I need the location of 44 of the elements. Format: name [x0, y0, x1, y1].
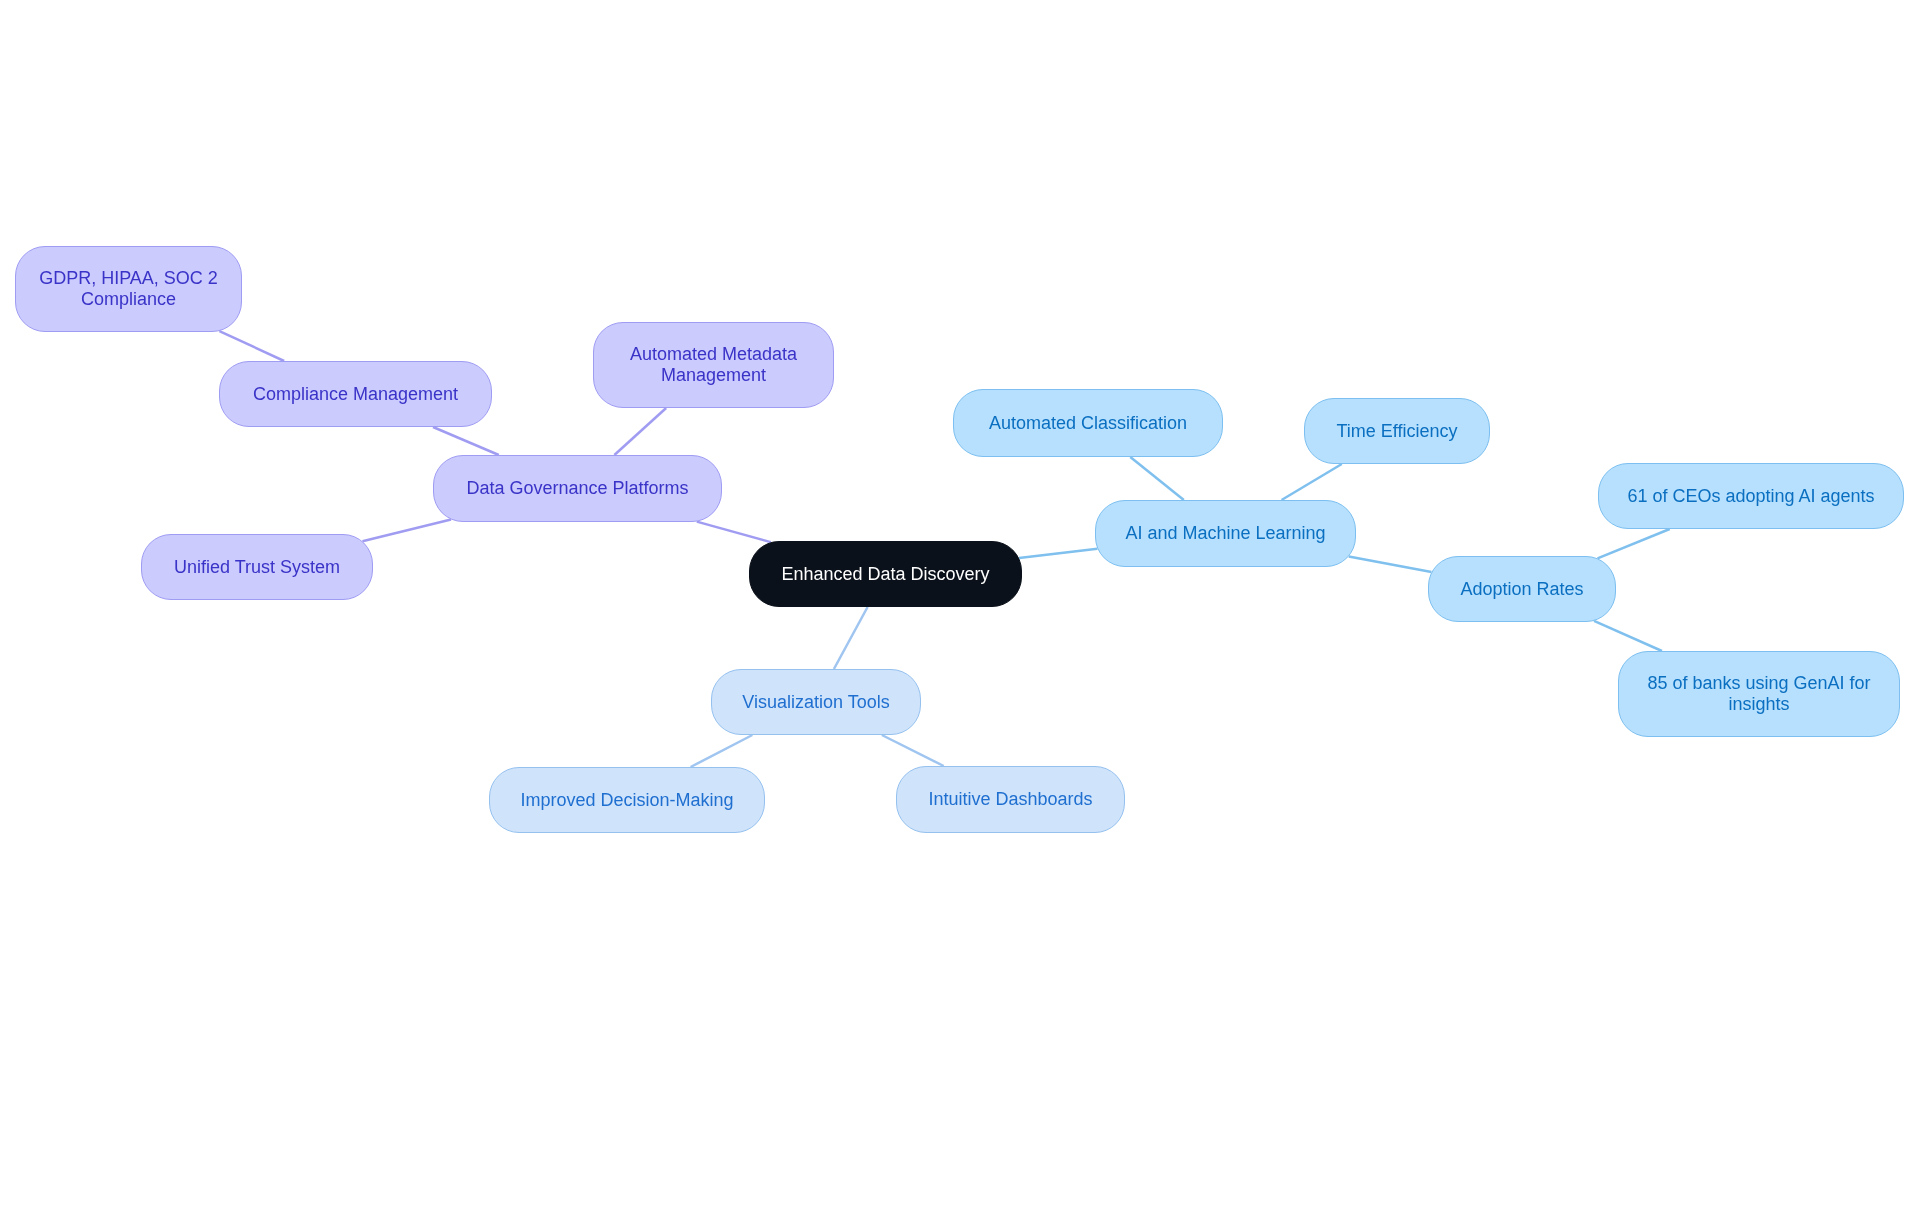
connector-line: [690, 733, 753, 769]
topic-node: [1618, 651, 1900, 737]
central-topic-node: [749, 541, 1022, 607]
connector-line: [1597, 527, 1671, 560]
topic-node: [1598, 463, 1904, 529]
topic-label: Enhanced Data Discovery: [781, 563, 990, 585]
topic-label: Adoption Rates: [1460, 578, 1584, 600]
connector-line: [1348, 555, 1432, 574]
topic-label: Compliance Management: [252, 383, 459, 405]
topic-node: [593, 322, 834, 408]
topic-label: AI and Machine Learning: [1125, 523, 1326, 544]
connector-line: [696, 520, 772, 544]
topic-label: 85 of banks using GenAI for insights: [1646, 673, 1872, 715]
connector-line: [1593, 619, 1663, 653]
topic-label: Automated Metadata Management: [628, 344, 799, 386]
topic-node: [141, 534, 373, 600]
topic-label: Intuitive Dashboards: [928, 789, 1093, 810]
connector-line: [218, 329, 285, 363]
topic-node: [219, 361, 492, 427]
topic-node: [1095, 500, 1356, 567]
topic-label: Time Efficiency: [1336, 420, 1458, 442]
connector-line: [832, 606, 869, 670]
topic-label: Visualization Tools: [742, 691, 890, 713]
topic-label: GDPR, HIPAA, SOC 2 Compliance: [38, 268, 219, 310]
topic-node: [1304, 398, 1490, 464]
connector-line: [881, 733, 945, 768]
connector-line: [362, 518, 452, 543]
topic-node: [711, 669, 921, 735]
topic-node: [15, 246, 242, 332]
connector-line: [1280, 462, 1343, 502]
topic-node: [953, 389, 1223, 457]
connector-line: [432, 425, 500, 457]
topic-label: Automated Classification: [988, 412, 1188, 434]
topic-label: Improved Decision-Making: [520, 789, 734, 811]
topic-label: Data Governance Platforms: [466, 478, 689, 499]
topic-node: [489, 767, 765, 833]
topic-node: [1428, 556, 1616, 622]
topic-label: Unified Trust System: [173, 556, 341, 578]
connector-line: [1129, 456, 1185, 501]
connector-line: [613, 407, 667, 456]
topic-node: [896, 766, 1125, 833]
connector-line: [1018, 547, 1098, 560]
topic-node: [433, 455, 722, 522]
topic-label: 61 of CEOs adopting AI agents: [1627, 485, 1875, 507]
